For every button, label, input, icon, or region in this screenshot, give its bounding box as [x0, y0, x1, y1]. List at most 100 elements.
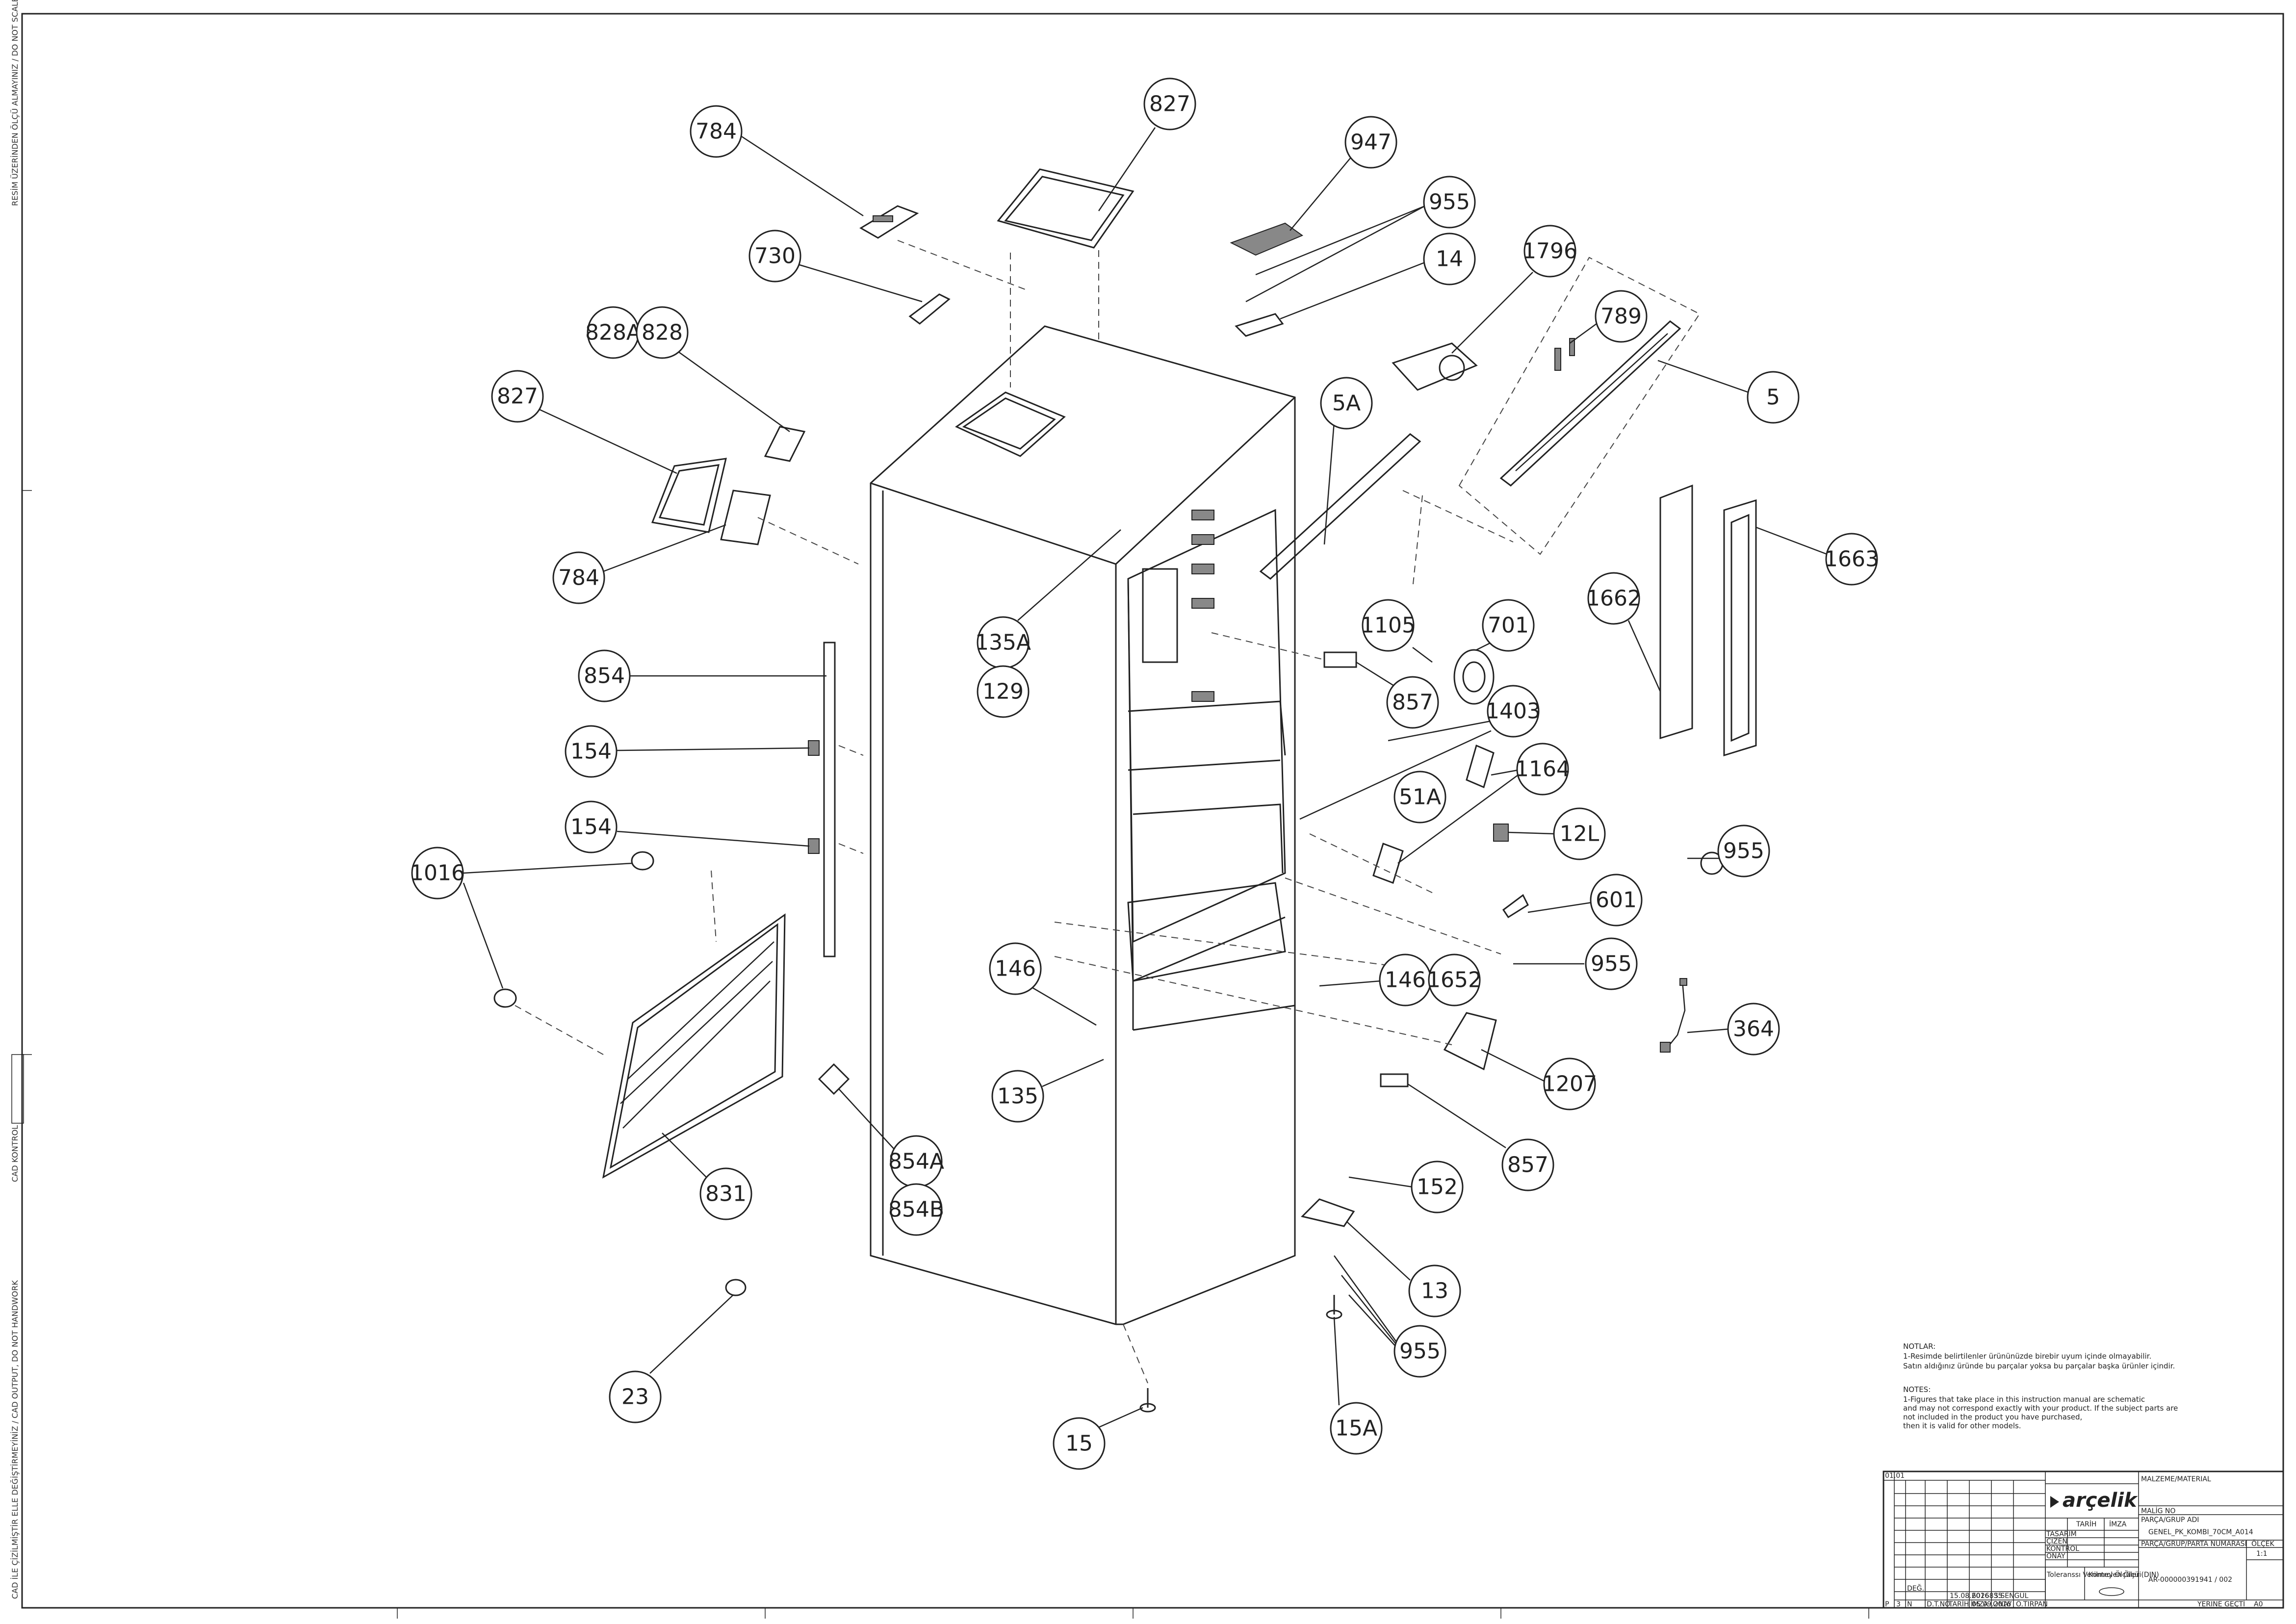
callout-831: 831: [662, 1133, 752, 1220]
tb-rev-code1: 6026835: [1972, 1592, 2002, 1600]
callout-label: 701: [1488, 613, 1529, 638]
callout-label: 784: [696, 119, 737, 144]
tb-controlled-label: KONTROL: [2046, 1545, 2079, 1553]
callout-154-upper: 154: [565, 725, 810, 778]
callout-label: 955: [1429, 190, 1470, 215]
part-pcb-top: [859, 205, 919, 239]
tb-size-value: A0: [2254, 1600, 2263, 1608]
callout-13: 13: [1346, 1221, 1461, 1317]
callout-label: 14: [1436, 247, 1463, 272]
callout-label: 1662: [1586, 586, 1641, 611]
callout-789: 789: [1569, 290, 1648, 344]
part-cap-1016-lower: [493, 988, 517, 1008]
part-lid-827-top: [997, 168, 1135, 249]
callout-label: 789: [1600, 304, 1642, 329]
callout-947: 947: [1290, 116, 1397, 231]
callout-label: 947: [1350, 130, 1392, 155]
part-fan-701: [1453, 649, 1495, 705]
tb-drawn-label: TASARIM: [2046, 1530, 2077, 1538]
callout-label: 1207: [1542, 1072, 1597, 1097]
callout-15: 15: [1053, 1407, 1143, 1470]
callout-601: 601: [1527, 874, 1643, 927]
callout-129: 129: [977, 665, 1030, 718]
callout-23: 23: [609, 1294, 734, 1423]
callout-label: 12L: [1560, 822, 1599, 847]
callout-label: 601: [1596, 888, 1637, 913]
callout-955-bottom: 955: [1333, 1255, 1446, 1378]
side-text-middle: CAD KONTROL: [10, 1125, 20, 1182]
tb-scale-value: 1:1: [2256, 1550, 2268, 1558]
notes-en-line3: not included in the product you have pur…: [1903, 1413, 2082, 1421]
callout-label: 146: [1385, 968, 1426, 993]
callout-857-lower: 857: [1407, 1083, 1554, 1191]
callout-1403: 1403: [1299, 685, 1541, 820]
notes-en-line1: 1-Figures that take place in this instru…: [1903, 1395, 2145, 1404]
callout-135: 135: [991, 1058, 1104, 1123]
part-valve-854A: [818, 1063, 850, 1095]
callout-828: 828: [636, 306, 790, 433]
tb-part-number-label: PARÇA/GRUP/PARTA NUMARASI: [2141, 1540, 2247, 1548]
tb-rev-date1: 15.08.2016: [1950, 1592, 1989, 1600]
tb-control-oval: [2099, 1587, 2124, 1596]
part-cover-1164-lower: [1372, 843, 1404, 884]
tb-control-label: Kontrol Ölçüleri: [2089, 1570, 2141, 1579]
part-frame-1663: [1723, 499, 1757, 757]
tb-rev-col3: TARİH: [1948, 1599, 1969, 1608]
callout-1105: 1105: [1361, 599, 1433, 663]
callout-label: 1796: [1522, 239, 1577, 264]
tb-part-number-value: AR-000000391941 / 002: [2148, 1576, 2232, 1584]
tb-part-group-label: PARÇA/GRUP ADI: [2141, 1516, 2199, 1524]
callout-364: 364: [1687, 1003, 1780, 1056]
part-pcb-784-left: [720, 490, 771, 545]
part-hinge-13: [1301, 1198, 1355, 1227]
callout-854A: 854A: [838, 1088, 944, 1188]
callout-827-left: 827: [491, 370, 677, 474]
part-cable-364: [1660, 978, 1687, 1053]
callout-154-lower: 154: [565, 800, 810, 853]
callout-label: 827: [497, 384, 538, 409]
callout-label: 730: [754, 244, 796, 269]
callout-label: 955: [1723, 839, 1764, 864]
notes-block: NOTLAR: 1-Resimde belirtilenler ürününüz…: [1903, 1342, 2178, 1430]
notes-tr-heading: NOTLAR:: [1903, 1342, 1935, 1351]
callout-label: 1105: [1361, 613, 1416, 638]
callout-label: 15A: [1335, 1416, 1377, 1441]
assembly-guides: [515, 240, 1514, 1384]
callout-label: 1663: [1824, 547, 1879, 572]
callout-label: 1016: [410, 861, 465, 886]
callout-701: 701: [1476, 599, 1535, 652]
callout-label: 154: [570, 739, 612, 764]
callout-label: 955: [1399, 1339, 1441, 1364]
part-pipe-854: [823, 642, 836, 957]
callout-label: 1403: [1486, 699, 1541, 724]
tb-date-label: TARİH: [2076, 1520, 2096, 1528]
notes-en-line2: and may not correspond exactly with your…: [1903, 1404, 2178, 1413]
callout-730: 730: [748, 230, 923, 303]
tb-sheet-label: YERINE GEÇTİ: [2197, 1599, 2245, 1608]
notes-tr-line1: 1-Resimde belirtilenler ürününüzde bireb…: [1903, 1352, 2151, 1361]
callout-5A: 5A: [1320, 377, 1373, 545]
callout-1207: 1207: [1481, 1049, 1597, 1110]
callout-label: 15: [1065, 1431, 1093, 1456]
callout-label: 135: [997, 1084, 1038, 1109]
callout-51A: 51A: [1393, 771, 1446, 824]
tb-rev-col5: ONAY: [1993, 1600, 2012, 1608]
callout-label: 857: [1392, 690, 1433, 715]
frame-ticks: [22, 490, 1869, 1619]
part-bracket-730: [908, 293, 951, 325]
callout-14: 14: [1280, 232, 1476, 320]
refrigerator-cabinet: [870, 325, 1296, 1325]
drawing-frame: [21, 13, 2284, 1609]
notes-tr-line2: Satın aldığınız üründe bu parçalar yoksa…: [1903, 1362, 2175, 1370]
callout-label: 828A: [585, 320, 641, 345]
tb-part-group-value: GENEL_PK_KOMBI_70CM_A014: [2148, 1528, 2253, 1536]
tb-rev-date2: 05.09.2016: [1972, 1600, 2011, 1608]
callout-label: 955: [1591, 952, 1632, 977]
part-hinge-14: [1235, 313, 1284, 337]
callout-label: 1652: [1427, 968, 1482, 993]
part-clip-154-lower: [808, 838, 820, 854]
callout-146-right: 146: [1319, 954, 1432, 1006]
side-text-top: RESİM ÜZERİNDEN ÖLÇÜ ALMAYINIZ / DO NOT …: [10, 0, 20, 206]
tb-scale-label: ÖLÇEK: [2251, 1539, 2274, 1548]
part-condenser-831: [602, 913, 786, 1179]
